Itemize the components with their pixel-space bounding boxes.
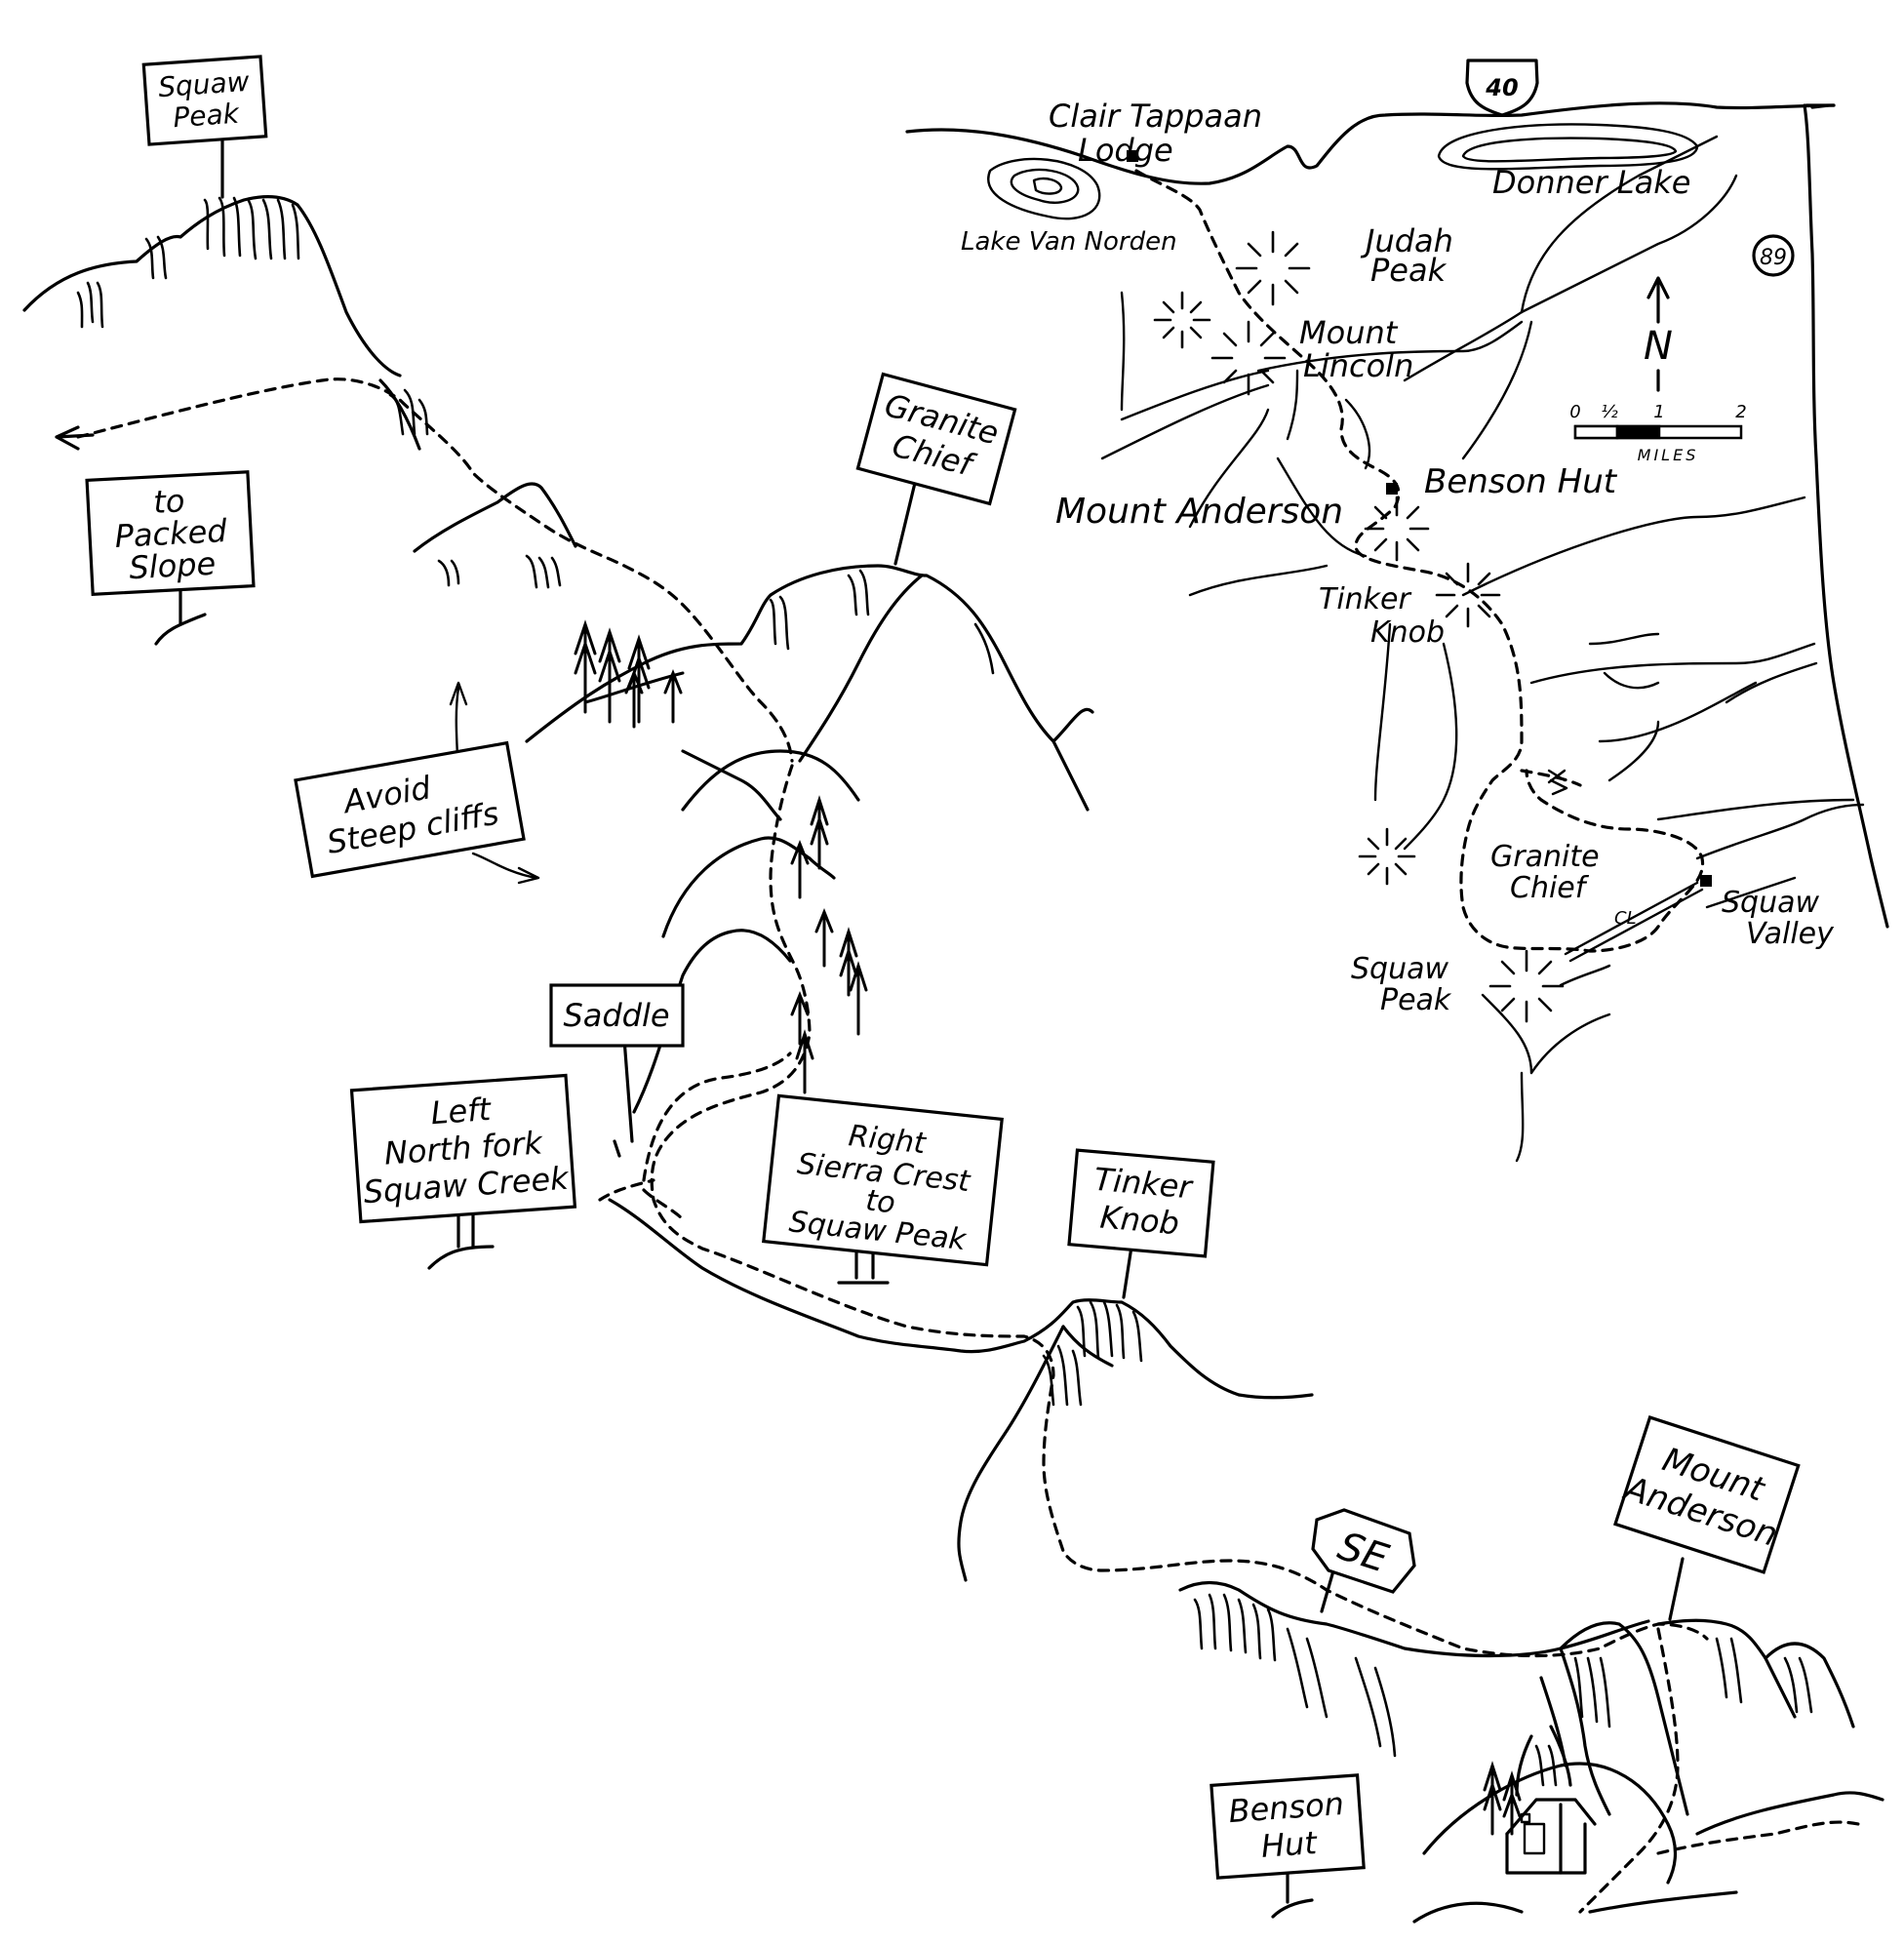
squaw-peak-icon	[1488, 949, 1565, 1023]
squaw-peak-label-line2: Peak	[1380, 983, 1452, 1017]
sign-squaw-peak: Squaw Peak	[141, 55, 268, 199]
sign-avoid-cliffs: Avoid Steep cliffs	[294, 740, 526, 879]
route-illustration	[22, 195, 1884, 1924]
benson-hut-marker	[1386, 483, 1398, 495]
highway-40-road	[905, 101, 1836, 185]
mount-anderson-mountain	[1559, 1621, 1689, 1816]
sign-right-crest: Right Sierra Crest to Squaw Peak	[762, 1093, 1004, 1285]
sign-se: SE	[1311, 1508, 1416, 1613]
tinker-knob-cliffs	[1042, 1300, 1143, 1407]
avoid-arrow-down	[471, 852, 538, 880]
sign-packed-line1: to	[152, 482, 185, 521]
state-route-marker: 89	[1752, 234, 1795, 277]
sign-tinker-line1: Tinker	[1092, 1161, 1195, 1207]
state-route-number: 89	[1760, 246, 1787, 270]
sign-saddle-text: Saddle	[563, 997, 669, 1034]
scale-bar: 0 ½ 1 2 MILES	[1569, 402, 1746, 464]
small-peak-icon	[1153, 291, 1211, 349]
chairlift-label: CL	[1614, 908, 1637, 929]
squaw-valley-label-line2: Valley	[1746, 917, 1835, 951]
donner-lake-label: Donner Lake	[1492, 164, 1690, 201]
sign-benson-line2: Hut	[1260, 1824, 1320, 1865]
granite-chief-label-line2: Chief	[1510, 871, 1590, 905]
sign-squaw-peak-line1: Squaw	[157, 65, 251, 103]
squaw-peak-mountain	[22, 195, 402, 377]
benson-hut-building	[1505, 1798, 1597, 1875]
granite-chief-label-line1: Granite	[1490, 840, 1600, 874]
scale-tick-half: ½	[1601, 402, 1618, 422]
judah-peak-label-line2: Peak	[1370, 252, 1448, 289]
trees-lower	[790, 795, 868, 1094]
us-route-number: 40	[1485, 74, 1518, 101]
inset-map: 40 89	[905, 59, 1889, 1163]
lodge-marker	[1127, 150, 1138, 162]
squaw-valley-marker	[1700, 875, 1712, 887]
sign-to-packed-slope: to Packed Slope	[85, 470, 256, 646]
sign-left-line1: Left	[429, 1091, 493, 1131]
trees-upper	[574, 619, 685, 729]
judah-peak-icon	[1235, 230, 1311, 306]
scale-tick-1: 1	[1653, 402, 1664, 422]
sign-saddle: Saddle	[549, 983, 685, 1158]
sign-squaw-peak-line2: Peak	[172, 98, 241, 135]
lake-van-norden-label: Lake Van Norden	[961, 227, 1177, 257]
inset-route	[1134, 169, 1705, 953]
sign-tinker-knob: Tinker Knob	[1067, 1148, 1215, 1299]
highway-89-road	[1803, 103, 1889, 929]
mount-anderson-icon	[1364, 496, 1430, 562]
chairlift-line	[1564, 881, 1704, 963]
benson-hut-label: Benson Hut	[1424, 462, 1618, 501]
squaw-valley-label-line1: Squaw	[1722, 886, 1819, 920]
sign-benson-hut: Benson Hut	[1210, 1773, 1366, 1919]
north-arrow: N	[1644, 276, 1673, 392]
scale-tick-0: 0	[1569, 402, 1580, 422]
route-to-hut	[1578, 1627, 1680, 1914]
us-route-shield: 40	[1465, 59, 1539, 117]
trees-hut	[1483, 1761, 1522, 1836]
mount-anderson-label: Mount Anderson	[1055, 492, 1343, 532]
route-through-forest	[650, 764, 1709, 1658]
sign-mount-anderson: Mount Anderson	[1612, 1415, 1801, 1621]
sign-tinker-line2: Knob	[1098, 1198, 1180, 1242]
sign-packed-line3: Slope	[128, 545, 217, 587]
sign-packed-line2: Packed	[114, 512, 229, 555]
tinker-knob-label-line1: Tinker	[1319, 582, 1412, 616]
scale-tick-2: 2	[1735, 402, 1746, 422]
sign-right-line1: Right	[847, 1119, 928, 1161]
north-label: N	[1644, 324, 1673, 369]
scale-unit-label: MILES	[1638, 446, 1699, 464]
tinker-knob-icon	[1435, 562, 1501, 628]
route-to-packed-slope	[76, 377, 794, 763]
tinker-knob-label-line2: Knob	[1370, 615, 1445, 650]
sign-benson-line1: Benson	[1227, 1785, 1345, 1830]
ridge-cliffs	[1193, 1593, 1397, 1758]
sign-left-fork: Left North fork Squaw Creek	[349, 1073, 577, 1270]
lodge-label-line1: Clair Tappaan	[1049, 98, 1262, 135]
lodge-label-line2: Lodge	[1078, 132, 1173, 169]
donner-lake	[1437, 123, 1699, 171]
sign-right-line3: to	[864, 1183, 897, 1220]
sign-granite-chief: Granite Chief	[855, 372, 1017, 566]
mount-lincoln-icon	[1210, 320, 1287, 396]
mount-lincoln-label-line1: Mount	[1299, 314, 1399, 351]
lake-van-norden	[987, 157, 1101, 220]
inset-streams	[1100, 135, 1865, 1163]
ridge-lower	[608, 1198, 1314, 1400]
mount-lincoln-label-line2: Lincoln	[1303, 347, 1413, 384]
squaw-peak-label-line1: Squaw	[1351, 952, 1448, 986]
judah-peak-label-line1: Judah	[1360, 222, 1453, 259]
unnamed-peak-icon	[1358, 827, 1416, 886]
